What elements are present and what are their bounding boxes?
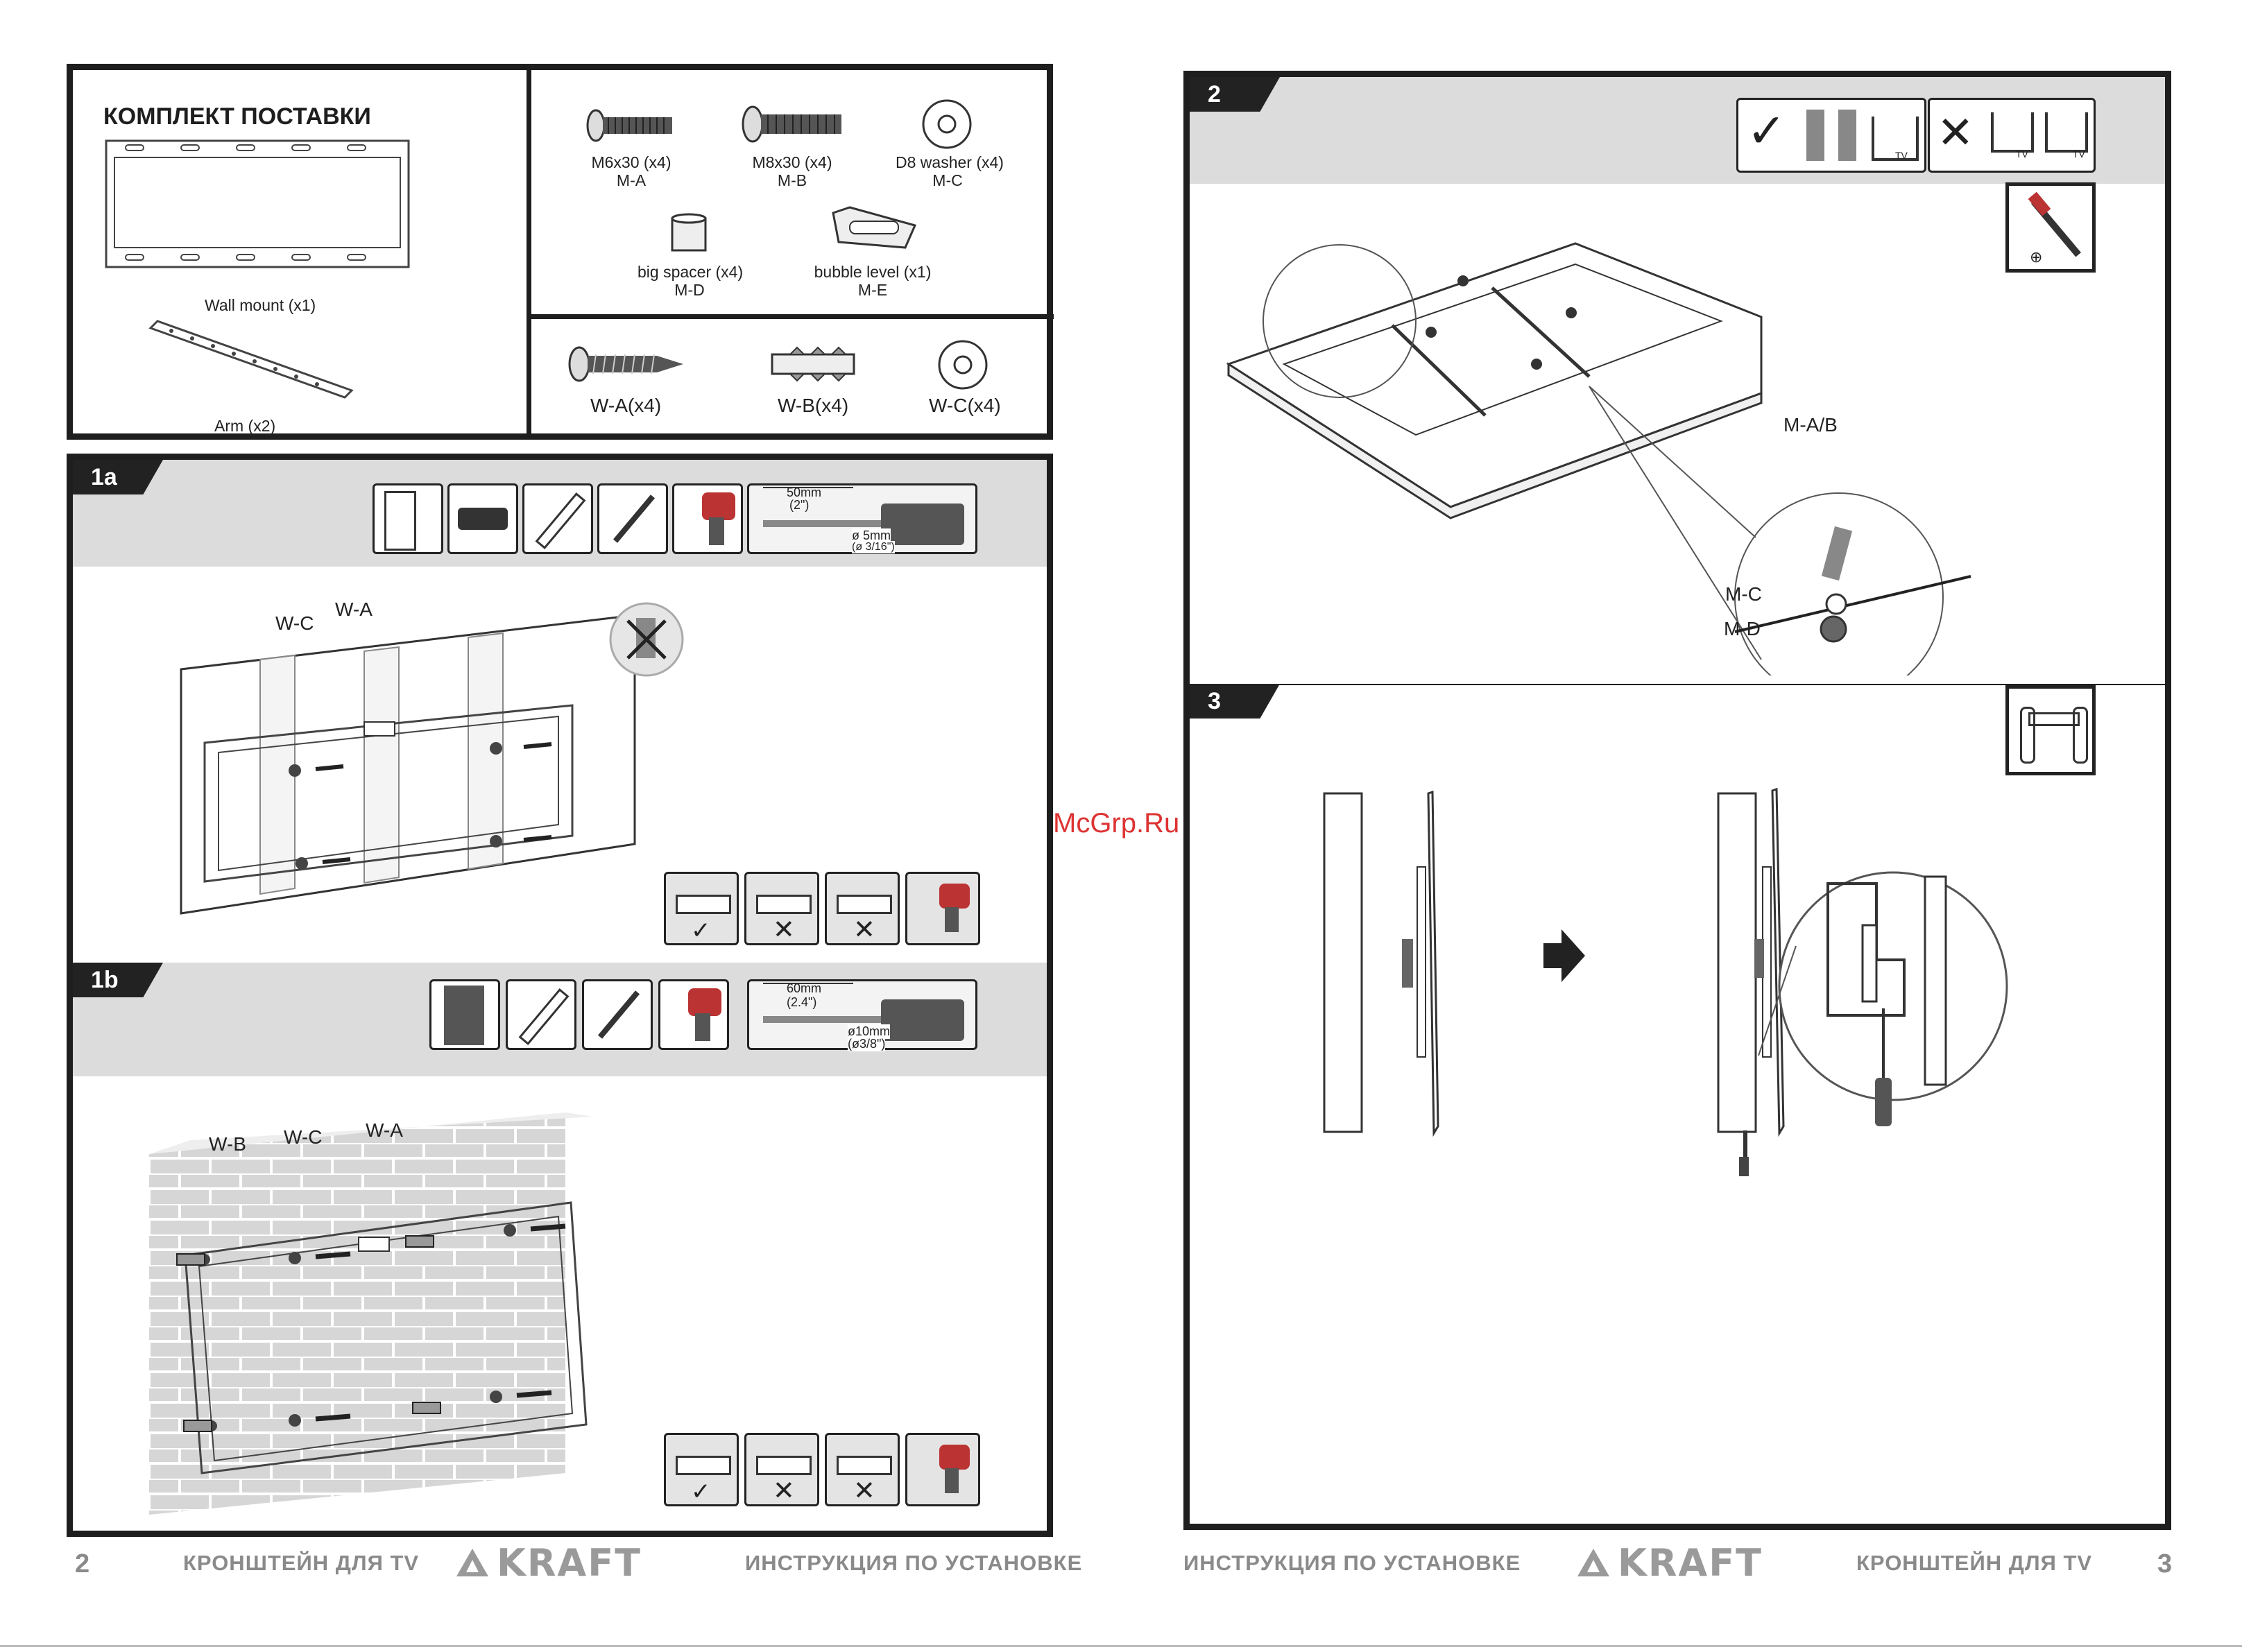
m-d-spacer-icon (671, 213, 707, 252)
m-e-bubble-level-icon (832, 206, 917, 249)
w-c-label: W-C(x4) (929, 395, 1001, 416)
step-1a-panel: 1a 50mm (2") ø 5mm (ø 3/16") W-C W-A ✓ (67, 454, 1053, 967)
arm-label: Arm (x2) (214, 417, 276, 435)
left-manual-title: ИНСТРУКЦИЯ ПО УСТАНОВКЕ (745, 1551, 1083, 1575)
level-correct-icon-1b: ✓ (664, 1433, 739, 1506)
m-c-washer-icon (922, 99, 972, 149)
tv-tag-2: TV (2016, 148, 2028, 160)
step-1b-number: 1b (73, 963, 163, 997)
label-w-a-1a: W-A (335, 599, 373, 620)
step-3-panel: 3 (1183, 676, 2171, 1530)
left-page-number: 2 (75, 1549, 90, 1578)
drill-depth-diagram-icon-1b: 60mm (2.4") ø10mm (ø3/8") (747, 979, 977, 1051)
label-w-b-1b: W-B (209, 1133, 246, 1155)
level-wrong-right-icon-1b: ✕ (825, 1433, 900, 1506)
m-d-label: big spacer (x4)M-D (637, 263, 744, 299)
step-1b-panel: 1b 60mm (2.4") ø10mm (ø3/8") W-B W-C W-A… (67, 954, 1053, 1537)
no-hammer-icon (609, 602, 684, 677)
drill-diameter-label-1b: ø10mm (848, 1024, 891, 1039)
w-a-label: W-A(x4) (590, 395, 662, 416)
step-1a-wood-wall-drawing (180, 614, 636, 915)
bottom-rule (0, 1645, 2242, 1647)
drill-depth-inch-label: (2") (789, 498, 810, 512)
step-3-hanging-drawing (1323, 787, 2008, 1176)
w-a-wood-screw-icon (568, 346, 683, 382)
level-tool-icon-1b (506, 979, 576, 1050)
level-wrong-left-icon: ✕ (744, 872, 819, 945)
drill-depth-diagram-icon: 50mm (2") ø 5mm (ø 3/16") (747, 483, 977, 554)
step-3-number: 3 (1190, 684, 1280, 719)
kit-title: КОМПЛЕКТ ПОСТАВКИ (103, 103, 371, 130)
wall-mount-drawing (105, 139, 410, 268)
w-b-anchor-icon (771, 346, 855, 382)
drill-diameter-inch-label-1b: (ø3/8") (848, 1037, 886, 1051)
label-m-c: M-C (1725, 583, 1762, 605)
label-w-c-1a: W-C (275, 612, 314, 634)
kit-divider-vertical (527, 70, 531, 438)
m-a-screw-icon (586, 109, 672, 142)
drill-icon-1b (658, 979, 729, 1050)
m-b-label: M8x30 (x4)M-B (752, 153, 832, 189)
right-product-title: КРОНШТЕЙН ДЛЯ TV (1856, 1551, 2093, 1575)
step-2-number: 2 (1190, 77, 1280, 112)
drill-icon (672, 483, 743, 554)
kraft-logo-icon-right (1577, 1549, 1609, 1576)
kraft-logo-icon (456, 1549, 488, 1576)
correct-assembly-icon: ✓ TV (1736, 98, 1926, 173)
pencil-icon-1b (582, 979, 653, 1050)
level-correct-icon: ✓ (664, 872, 739, 945)
label-w-a-1b: W-A (366, 1119, 403, 1141)
label-w-c-1b: W-C (284, 1126, 323, 1148)
drill-diameter-inch-label: (ø 3/16") (852, 541, 895, 553)
level-wrong-left-icon-1b: ✕ (744, 1433, 819, 1506)
arm-drawing (148, 320, 354, 399)
step-1b-brick-wall-drawing (149, 1112, 593, 1515)
pencil-icon (597, 483, 668, 554)
left-brand-name: KRAFT (497, 1540, 642, 1585)
two-person-lift-icon (2005, 685, 2096, 775)
step-2-tv-back-drawing (1226, 242, 1971, 702)
tv-tag-3: TV (2073, 148, 2085, 160)
m-e-label: bubble level (x1)M-E (814, 263, 932, 299)
screwdriver-icon: ⊕ (2005, 182, 2096, 273)
label-m-a-b: M-A/B (1783, 414, 1838, 436)
w-c-washer-icon (938, 340, 988, 390)
drill-depth-label-1b: 60mm (787, 981, 822, 995)
right-brand-logo: KRAFT (1576, 1540, 1763, 1585)
stud-finder-icon (447, 483, 518, 554)
tv-tag-1: TV (1895, 150, 1908, 161)
concrete-wall-icon (429, 979, 500, 1050)
label-m-d: M-D (1724, 618, 1761, 639)
drill-diameter-label: ø 5mm (852, 528, 891, 543)
m-b-screw-icon (742, 105, 841, 143)
kit-divider-horizontal (527, 314, 1054, 319)
level-tool-icon (522, 483, 593, 554)
drill-depth-label: 50mm (787, 485, 822, 499)
step-2-panel: 2 ✓ TV ✕ TV TV ⊕ M-A/B M-C M-D (1183, 71, 2171, 702)
watermark: McGrp.Ru (1053, 808, 1180, 838)
w-b-label: W-B(x4) (778, 395, 849, 416)
step-3-header (1190, 684, 2165, 685)
level-wrong-right-icon: ✕ (825, 872, 900, 945)
incorrect-assembly-icon: ✕ TV TV (1928, 98, 2096, 173)
wood-wall-icon (373, 483, 443, 554)
kit-panel: КОМПЛЕКТ ПОСТАВКИ Wall mount (x1) Arm (x… (67, 64, 1054, 440)
right-manual-title: ИНСТРУКЦИЯ ПО УСТАНОВКЕ (1183, 1551, 1521, 1575)
wall-mount-label: Wall mount (x1) (205, 296, 316, 314)
left-product-title: КРОНШТЕЙН ДЛЯ TV (183, 1551, 420, 1575)
left-brand-logo: KRAFT (455, 1540, 642, 1585)
drill-depth-inch-label-1b: (2.4") (787, 995, 817, 1009)
right-brand-name: KRAFT (1618, 1540, 1763, 1585)
drill-screw-icon-1b (905, 1433, 980, 1506)
m-a-label: M6x30 (x4)M-A (591, 153, 671, 189)
m-c-label: D8 washer (x4)M-C (896, 153, 1004, 189)
right-page-number: 3 (2157, 1549, 2173, 1578)
drill-screw-icon (905, 872, 980, 945)
